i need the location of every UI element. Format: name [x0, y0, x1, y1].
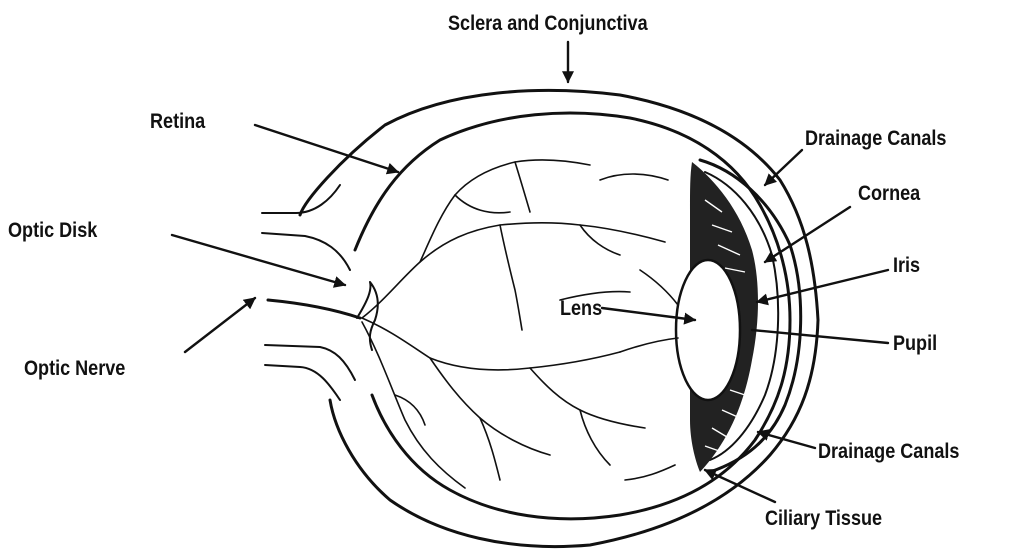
lens [676, 260, 740, 400]
label-optic-disk: Optic Disk [8, 219, 97, 243]
label-lens: Lens [560, 297, 602, 321]
optic-nerve-top-outer [262, 185, 340, 213]
label-drainage-canals-top: Drainage Canals [805, 127, 947, 151]
label-retina: Retina [150, 110, 206, 134]
optic-nerve-arrow [185, 298, 255, 352]
label-drainage-canals-bottom: Drainage Canals [818, 440, 960, 464]
cornea-arrow [765, 207, 850, 262]
optic-nerve-center [268, 300, 360, 318]
label-sclera: Sclera and Conjunctiva [448, 12, 649, 36]
anterior-segment [676, 160, 801, 472]
ciliary-tissue-arrow [705, 470, 775, 502]
retinal-vessels [362, 160, 678, 488]
label-ciliary-tissue: Ciliary Tissue [765, 507, 882, 531]
label-pupil: Pupil [893, 332, 937, 356]
labels: Sclera and Conjunctiva Retina Optic Disk… [8, 12, 960, 531]
optic-nerve-bottom-outer [265, 345, 355, 380]
label-cornea: Cornea [858, 182, 921, 206]
pointer-arrows [172, 42, 888, 502]
optic-disk-arrow [172, 235, 345, 285]
optic-nerve-bottom-inner [265, 365, 340, 400]
label-optic-nerve: Optic Nerve [24, 357, 125, 381]
pupil-line [752, 330, 888, 343]
optic-disk [357, 282, 378, 350]
label-iris: Iris [893, 254, 920, 278]
